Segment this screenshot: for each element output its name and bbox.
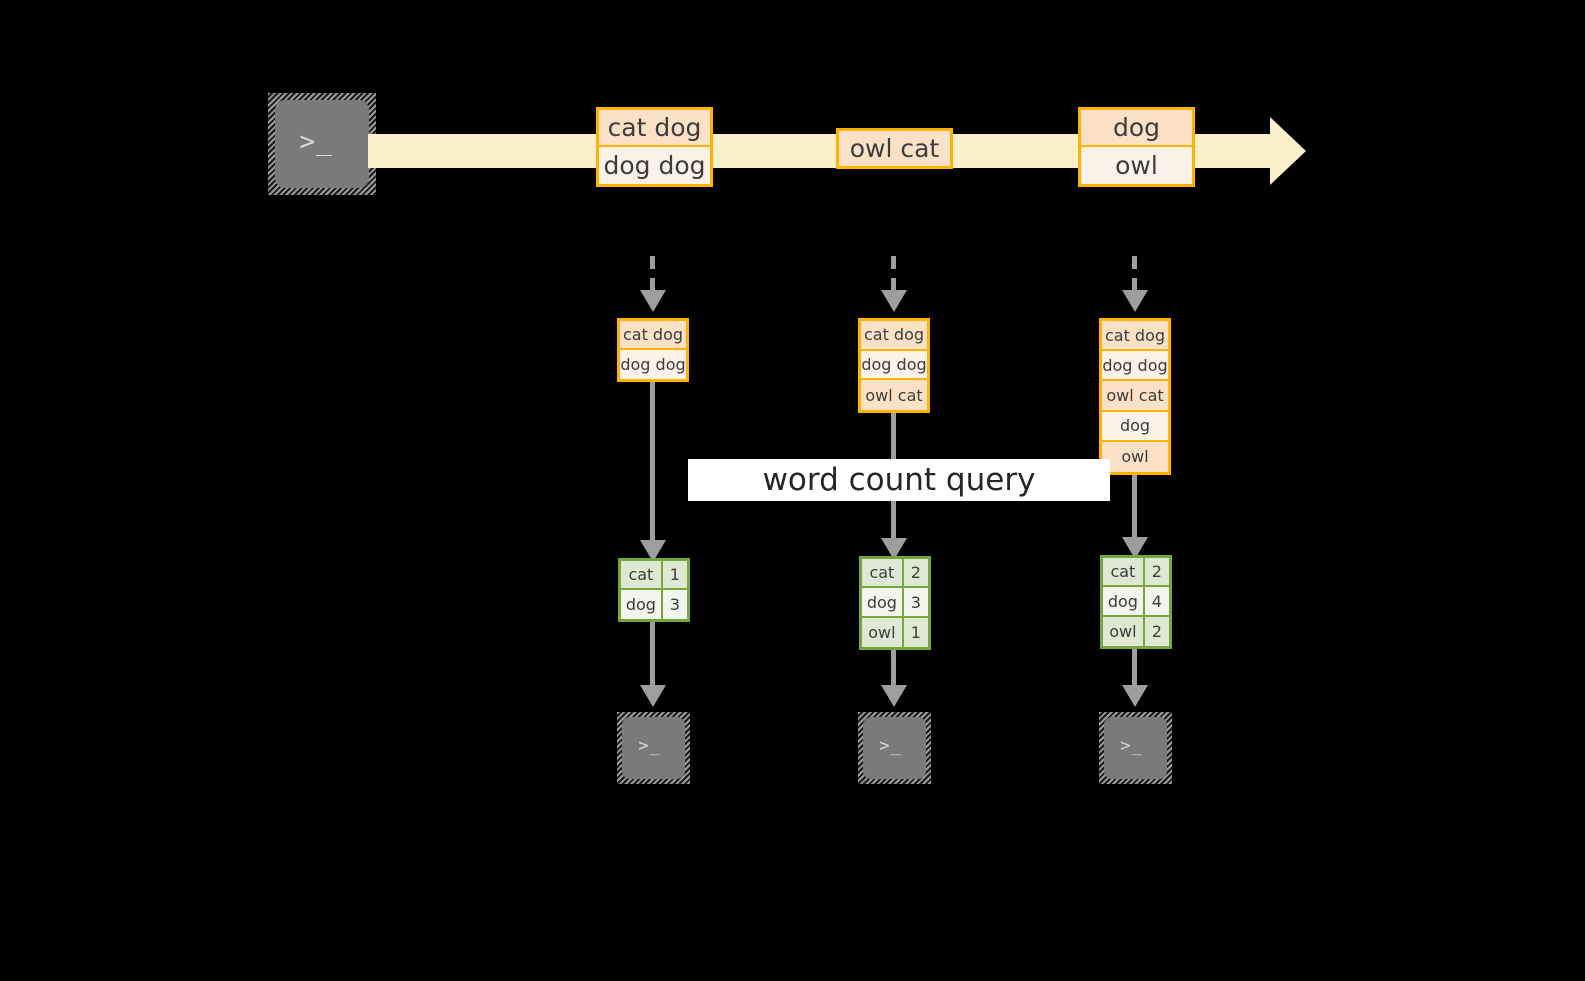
query-arrowhead-1 bbox=[640, 540, 666, 562]
input-cell: cat dog bbox=[620, 321, 686, 351]
table-row: cat 2 bbox=[862, 559, 928, 589]
result-count: 3 bbox=[662, 590, 687, 619]
snapshot-3-input-box[interactable]: cat dog dog dog owl cat dog owl bbox=[1099, 318, 1171, 475]
result-word: dog bbox=[621, 590, 663, 619]
sink-line-2 bbox=[891, 650, 896, 690]
query-label-text: word count query bbox=[762, 462, 1036, 498]
snapshot-3-sink-terminal-icon: >_ bbox=[1099, 712, 1172, 784]
stream-arrowhead bbox=[1270, 117, 1306, 185]
terminal-screen bbox=[622, 717, 685, 779]
result-count: 1 bbox=[662, 561, 687, 589]
result-word: cat bbox=[862, 559, 904, 587]
table-row: owl 1 bbox=[862, 617, 928, 647]
input-cell: dog dog bbox=[620, 350, 686, 379]
query-line-3 bbox=[1132, 475, 1137, 543]
stream-tap-line-3 bbox=[1132, 256, 1137, 292]
result-word: cat bbox=[621, 561, 663, 589]
terminal-prompt-glyph: >_ bbox=[879, 735, 902, 756]
sink-line-3 bbox=[1132, 649, 1137, 690]
input-cell: cat dog bbox=[861, 321, 927, 351]
result-word: cat bbox=[1103, 558, 1145, 586]
terminal-screen bbox=[863, 717, 926, 779]
sink-arrowhead-1 bbox=[640, 685, 666, 707]
table-row: dog 3 bbox=[621, 590, 687, 619]
stream-event-3[interactable]: dog owl bbox=[1078, 107, 1195, 187]
result-word: dog bbox=[1103, 587, 1145, 615]
sink-line-1 bbox=[650, 622, 655, 690]
input-cell: owl cat bbox=[861, 380, 927, 410]
result-count: 3 bbox=[903, 588, 928, 616]
sink-arrowhead-2 bbox=[881, 685, 907, 707]
table-row: dog 4 bbox=[1103, 587, 1169, 617]
result-word: owl bbox=[862, 617, 904, 647]
result-count: 4 bbox=[1144, 587, 1169, 615]
snapshot-2-input-box[interactable]: cat dog dog dog owl cat bbox=[858, 318, 930, 413]
terminal-prompt-glyph: >_ bbox=[299, 127, 333, 157]
table-row: owl 2 bbox=[1103, 616, 1169, 646]
query-arrowhead-2 bbox=[881, 538, 907, 560]
stream-tap-line-2 bbox=[891, 256, 896, 292]
event-cell: cat dog bbox=[599, 110, 710, 148]
terminal-screen bbox=[1104, 717, 1167, 779]
event-cell: owl cat bbox=[839, 131, 950, 166]
input-cell: owl bbox=[1102, 441, 1168, 473]
stream-tap-arrowhead-2 bbox=[881, 290, 907, 312]
result-word: dog bbox=[862, 588, 904, 616]
event-cell: dog dog bbox=[599, 147, 710, 184]
result-word: owl bbox=[1103, 616, 1145, 646]
sink-arrowhead-3 bbox=[1122, 685, 1148, 707]
snapshot-3-result-table[interactable]: cat 2 dog 4 owl 2 bbox=[1100, 555, 1172, 649]
result-count: 2 bbox=[1144, 558, 1169, 586]
table-row: cat 2 bbox=[1103, 558, 1169, 588]
event-cell: owl bbox=[1081, 147, 1192, 184]
query-line-1 bbox=[650, 382, 655, 545]
table-row: cat 1 bbox=[621, 561, 687, 591]
snapshot-2-sink-terminal-icon: >_ bbox=[858, 712, 931, 784]
input-cell: owl cat bbox=[1102, 381, 1168, 412]
snapshot-2-result-table[interactable]: cat 2 dog 3 owl 1 bbox=[859, 556, 931, 650]
input-cell: cat dog bbox=[1102, 321, 1168, 352]
snapshot-1-input-box[interactable]: cat dog dog dog bbox=[617, 318, 689, 382]
snapshot-1-sink-terminal-icon: >_ bbox=[617, 712, 690, 784]
source-terminal-icon: >_ bbox=[268, 93, 376, 195]
query-arrowhead-3 bbox=[1122, 537, 1148, 559]
result-count: 2 bbox=[1144, 616, 1169, 646]
stream-tap-arrowhead-3 bbox=[1122, 290, 1148, 312]
input-cell: dog bbox=[1102, 411, 1168, 442]
terminal-prompt-glyph: >_ bbox=[638, 735, 661, 756]
result-count: 1 bbox=[903, 617, 928, 647]
terminal-prompt-glyph: >_ bbox=[1120, 735, 1143, 756]
snapshot-1-result-table[interactable]: cat 1 dog 3 bbox=[618, 558, 690, 622]
stream-event-1[interactable]: cat dog dog dog bbox=[596, 107, 713, 187]
query-label-band: word count query bbox=[688, 459, 1110, 501]
result-count: 2 bbox=[903, 559, 928, 587]
terminal-screen bbox=[275, 100, 369, 188]
stream-tap-arrowhead-1 bbox=[640, 290, 666, 312]
input-cell: dog dog bbox=[861, 350, 927, 381]
table-row: dog 3 bbox=[862, 588, 928, 618]
stream-event-2[interactable]: owl cat bbox=[836, 128, 953, 169]
event-cell: dog bbox=[1081, 110, 1192, 148]
input-cell: dog dog bbox=[1102, 351, 1168, 382]
stream-tap-line-1 bbox=[650, 256, 655, 292]
